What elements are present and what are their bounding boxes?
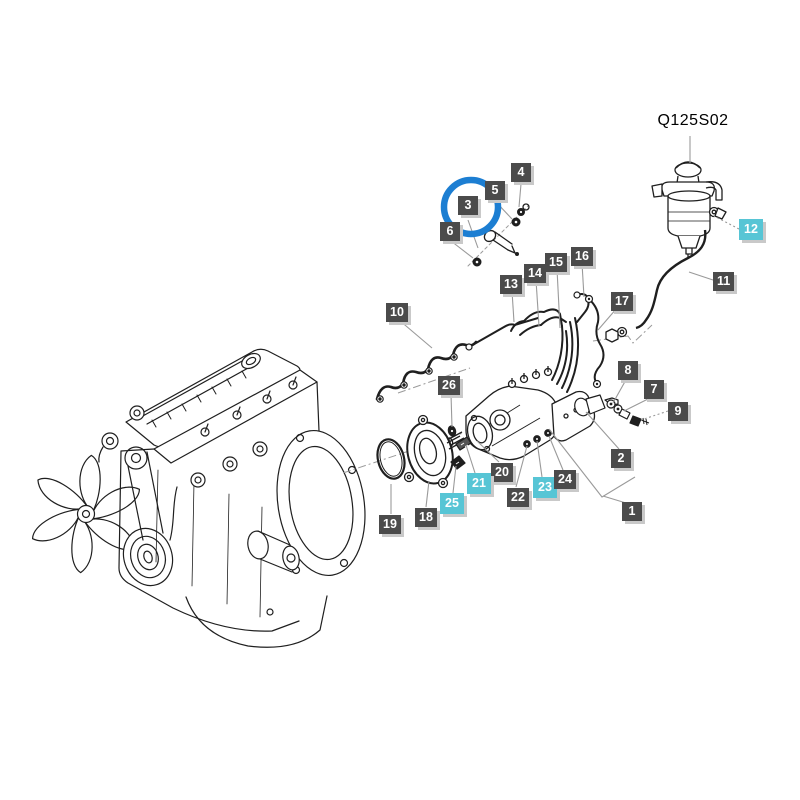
part-label-14[interactable]: 14: [524, 264, 546, 283]
part-label-17[interactable]: 17: [611, 292, 633, 311]
part-label-15[interactable]: 15: [545, 253, 567, 272]
engine-illustration: [31, 348, 366, 648]
fuel-filter-assembly: [605, 161, 727, 343]
part-label-1[interactable]: 1: [622, 502, 642, 521]
diagram-title: Q125S02: [657, 112, 729, 129]
solenoid-and-fittings: [574, 394, 650, 427]
part-label-21[interactable]: 21: [467, 473, 491, 494]
part-label-20[interactable]: 20: [491, 463, 513, 482]
part-label-19[interactable]: 19: [379, 515, 401, 534]
part-label-2[interactable]: 2: [611, 449, 631, 468]
part-label-26[interactable]: 26: [438, 376, 460, 395]
part-label-6[interactable]: 6: [440, 222, 460, 241]
highlight-circle: [440, 176, 502, 238]
injector-assembly: [467, 203, 530, 267]
part-label-22[interactable]: 22: [507, 488, 529, 507]
part-label-24[interactable]: 24: [554, 470, 576, 489]
injection-pipes: [465, 291, 605, 393]
part-label-4[interactable]: 4: [511, 163, 531, 182]
part-label-8[interactable]: 8: [618, 361, 638, 380]
fan-icon: [31, 454, 141, 574]
part-label-3[interactable]: 3: [458, 196, 478, 215]
part-label-18[interactable]: 18: [415, 508, 437, 527]
part-label-9[interactable]: 9: [668, 402, 688, 421]
part-label-10[interactable]: 10: [386, 303, 408, 322]
part-label-13[interactable]: 13: [500, 275, 522, 294]
part-label-16[interactable]: 16: [571, 247, 593, 266]
part-label-11[interactable]: 11: [713, 272, 735, 291]
leader-lines: [390, 136, 740, 514]
part-label-25[interactable]: 25: [440, 493, 464, 514]
part-label-23[interactable]: 23: [533, 477, 557, 498]
part-label-12[interactable]: 12: [739, 219, 763, 240]
mounting-flange-parts: [376, 414, 552, 489]
part-label-5[interactable]: 5: [485, 181, 505, 200]
part-label-7[interactable]: 7: [644, 380, 664, 399]
leak-off-hose: [375, 340, 478, 403]
